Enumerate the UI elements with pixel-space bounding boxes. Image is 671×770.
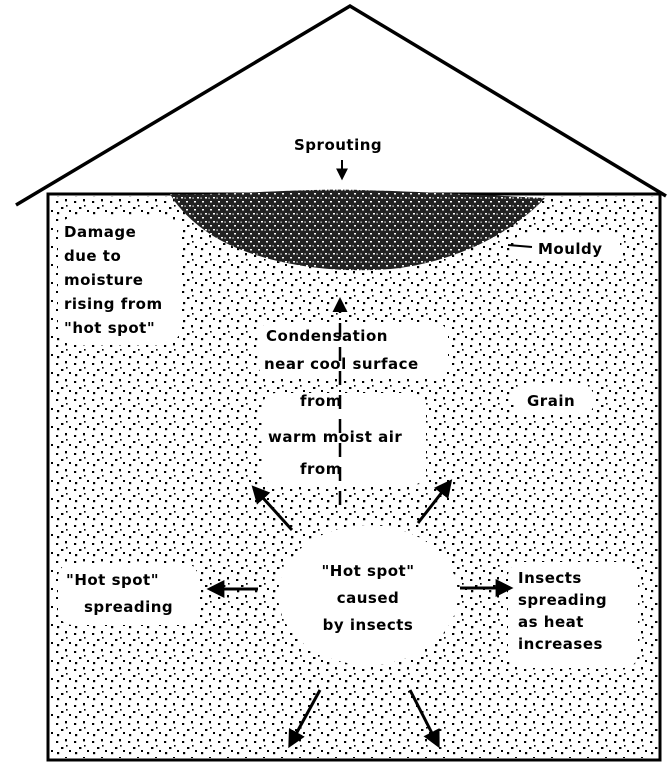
svg-text:moisture: moisture <box>64 271 143 289</box>
warm-moist-air-label: warm moist air <box>268 428 402 446</box>
svg-text:"hot spot": "hot spot" <box>64 319 155 337</box>
svg-text:Condensation: Condensation <box>266 327 388 345</box>
svg-text:Damage: Damage <box>64 223 136 241</box>
from-label-top: from <box>300 392 342 410</box>
svg-text:increases: increases <box>518 635 603 653</box>
svg-text:as heat: as heat <box>518 613 584 631</box>
svg-text:caused: caused <box>337 589 400 607</box>
svg-text:spreading: spreading <box>84 598 173 616</box>
svg-text:"Hot spot": "Hot spot" <box>321 562 414 580</box>
svg-text:near cool surface: near cool surface <box>264 355 419 373</box>
svg-text:rising from: rising from <box>64 295 163 313</box>
mouldy-label: Mouldy <box>538 240 603 258</box>
svg-text:spreading: spreading <box>518 591 607 609</box>
svg-text:due to: due to <box>64 247 121 265</box>
svg-text:by insects: by insects <box>323 616 414 634</box>
grain-label: Grain <box>527 392 575 410</box>
svg-text:Insects: Insects <box>518 569 582 587</box>
from-label-bottom: from <box>300 460 342 478</box>
svg-text:"Hot spot": "Hot spot" <box>66 571 159 589</box>
sprouting-label: Sprouting <box>294 136 382 154</box>
